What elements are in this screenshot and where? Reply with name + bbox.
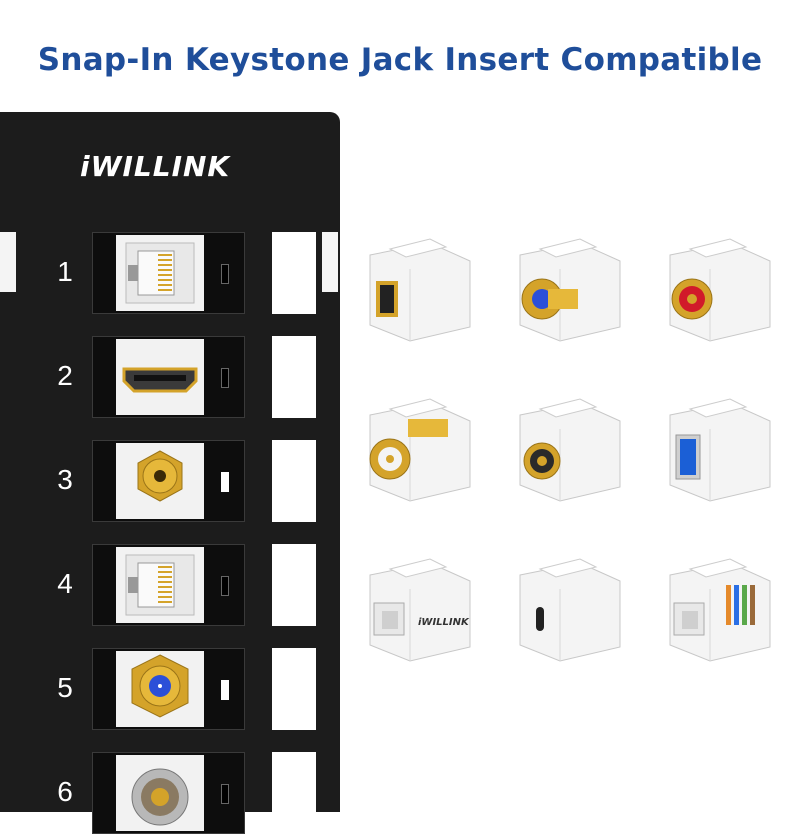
blank-insert (272, 336, 316, 418)
bnc-icon (116, 755, 204, 831)
port-number: 1 (57, 256, 73, 287)
hdmi-icon (116, 339, 204, 415)
hdmi-keystone-icon (369, 238, 471, 342)
usb3-keystone-icon (669, 398, 771, 502)
port-slot-4 (92, 544, 245, 626)
rj45-icon (116, 547, 204, 623)
port-slot-3 (92, 440, 245, 522)
port-slot-1 (92, 232, 245, 314)
release-latch (221, 368, 229, 388)
release-latch (221, 680, 229, 700)
rca-black-keystone-icon (519, 398, 621, 502)
rj45-punchdown-keystone-icon (669, 558, 771, 662)
port-number: 5 (57, 672, 73, 703)
f-type-coax-keystone-icon (519, 238, 621, 342)
panel-mount-tab-right (322, 232, 338, 292)
panel-mount-tab-left (0, 232, 16, 292)
blank-insert (272, 440, 316, 522)
port-number: 3 (57, 464, 73, 495)
release-latch (221, 472, 229, 492)
bnc-keystone-icon (369, 398, 471, 502)
port-slot-5 (92, 648, 245, 730)
release-latch (221, 264, 229, 284)
page-headline: Snap-In Keystone Jack Insert Compatible (37, 42, 763, 78)
blank-insert (272, 648, 316, 730)
rca-gold-icon (116, 443, 204, 519)
blank-insert (272, 544, 316, 626)
brand-logo: iWILLINK (80, 150, 231, 183)
port-slot-2 (92, 336, 245, 418)
port-slot-6 (92, 752, 245, 834)
blank-insert (272, 752, 316, 834)
rca-red-keystone-icon (669, 238, 771, 342)
port-number: 2 (57, 360, 73, 391)
port-number: 4 (57, 568, 73, 599)
product-grid: iWILLINK (369, 238, 771, 662)
release-latch (221, 784, 229, 804)
port-number: 6 (57, 776, 73, 807)
f-type-coax-icon (116, 651, 204, 727)
rj45-coupler-keystone-icon (369, 558, 471, 662)
release-latch (221, 576, 229, 596)
rj45-icon (116, 235, 204, 311)
product-brand-label: iWILLINK (418, 617, 470, 628)
usb-c-keystone-icon (519, 558, 621, 662)
blank-insert (272, 232, 316, 314)
